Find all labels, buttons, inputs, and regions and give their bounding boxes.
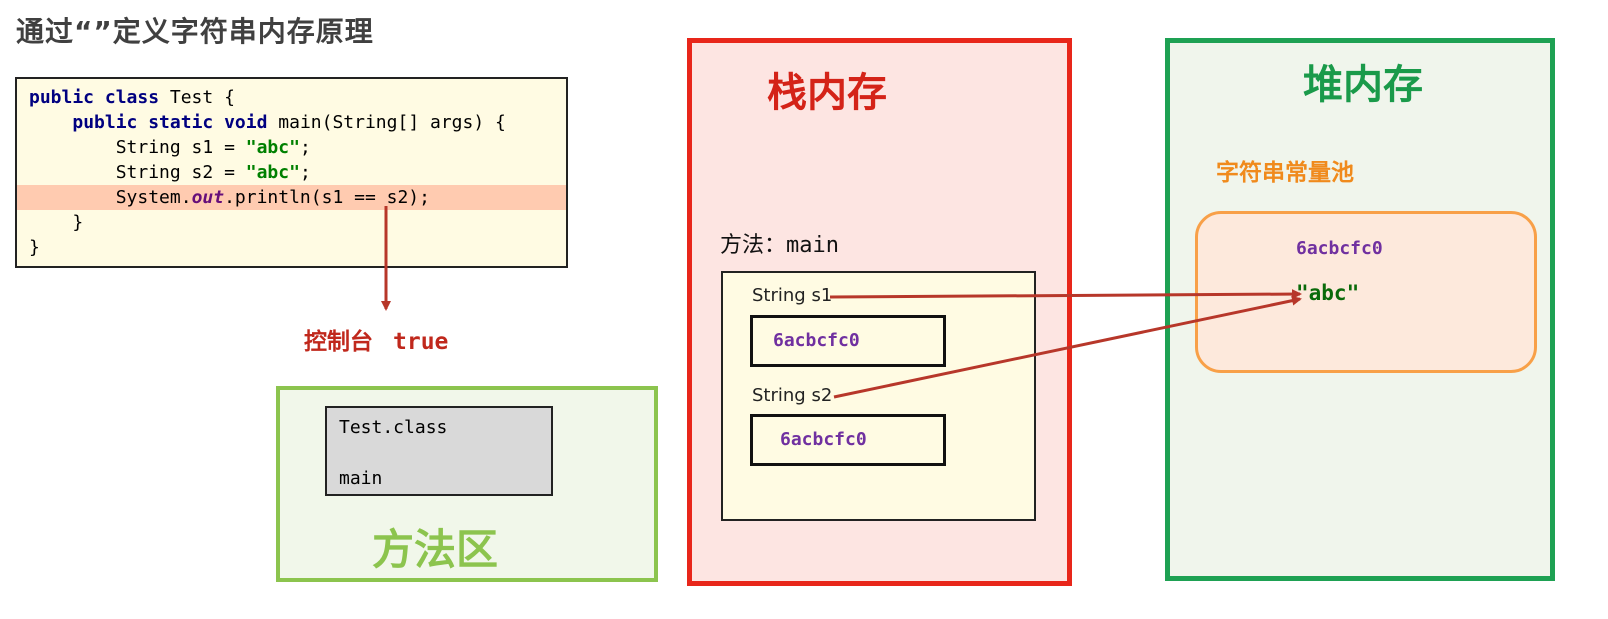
pool-string-value: "abc" bbox=[1296, 281, 1360, 305]
code-line-2: public static void main(String[] args) { bbox=[17, 110, 566, 135]
stack-memory-label: 栈内存 bbox=[767, 70, 887, 116]
string-constant-pool bbox=[1195, 211, 1537, 373]
code-line-7: } bbox=[29, 237, 40, 258]
code-text: ; bbox=[299, 137, 311, 158]
code-text: System. bbox=[115, 187, 192, 208]
code-text: .println(s1 == s2); bbox=[224, 187, 430, 208]
method-area-label: 方法区 bbox=[372, 525, 499, 574]
code-text: String s1 = bbox=[115, 137, 246, 158]
page-title: 通过“”定义字符串内存原理 bbox=[16, 15, 374, 48]
class-method: main bbox=[339, 468, 383, 489]
class-name: Test.class bbox=[339, 417, 448, 438]
code-line-6: } bbox=[29, 212, 84, 233]
arrow-s1-to-pool bbox=[829, 289, 1302, 300]
code-line-3: String s1 = "abc"; bbox=[17, 135, 566, 160]
code-text: main(String[] args) { bbox=[267, 112, 506, 133]
code-keyword: public static void bbox=[72, 112, 268, 133]
code-text: Test { bbox=[159, 87, 235, 108]
code-line-1: public class Test { bbox=[17, 85, 566, 110]
console-value: true bbox=[393, 329, 449, 355]
heap-memory-label: 堆内存 bbox=[1303, 62, 1423, 108]
class-box: Test.class main bbox=[325, 406, 553, 496]
string-pool-label: 字符串常量池 bbox=[1216, 160, 1354, 186]
var-label-s1: String s1 bbox=[752, 285, 833, 306]
code-text: ; bbox=[299, 162, 311, 183]
code-string: "abc" bbox=[245, 162, 300, 183]
var-box-s1: 6acbcfc0 bbox=[750, 315, 946, 367]
method-name: main bbox=[786, 233, 839, 258]
code-keyword: public class bbox=[29, 87, 160, 108]
var-box-s2: 6acbcfc0 bbox=[750, 414, 946, 466]
code-line-5-highlighted: System.out.println(s1 == s2); bbox=[17, 185, 566, 210]
var-label-s2: String s2 bbox=[752, 385, 833, 406]
code-line-4: String s2 = "abc"; bbox=[17, 160, 566, 185]
stack-method-name: 方法：main bbox=[720, 227, 839, 259]
stack-frame bbox=[721, 271, 1036, 521]
code-block: public class Test { public static void m… bbox=[15, 77, 568, 268]
method-prefix: 方法： bbox=[720, 233, 787, 258]
code-string: "abc" bbox=[245, 137, 300, 158]
code-text: String s2 = bbox=[115, 162, 246, 183]
pool-address: 6acbcfc0 bbox=[1296, 238, 1383, 259]
arrow-s2-to-pool bbox=[833, 295, 1302, 399]
console-label: 控制台 bbox=[304, 329, 373, 355]
code-field: out bbox=[191, 187, 225, 208]
console-output: 控制台 true bbox=[304, 322, 448, 356]
